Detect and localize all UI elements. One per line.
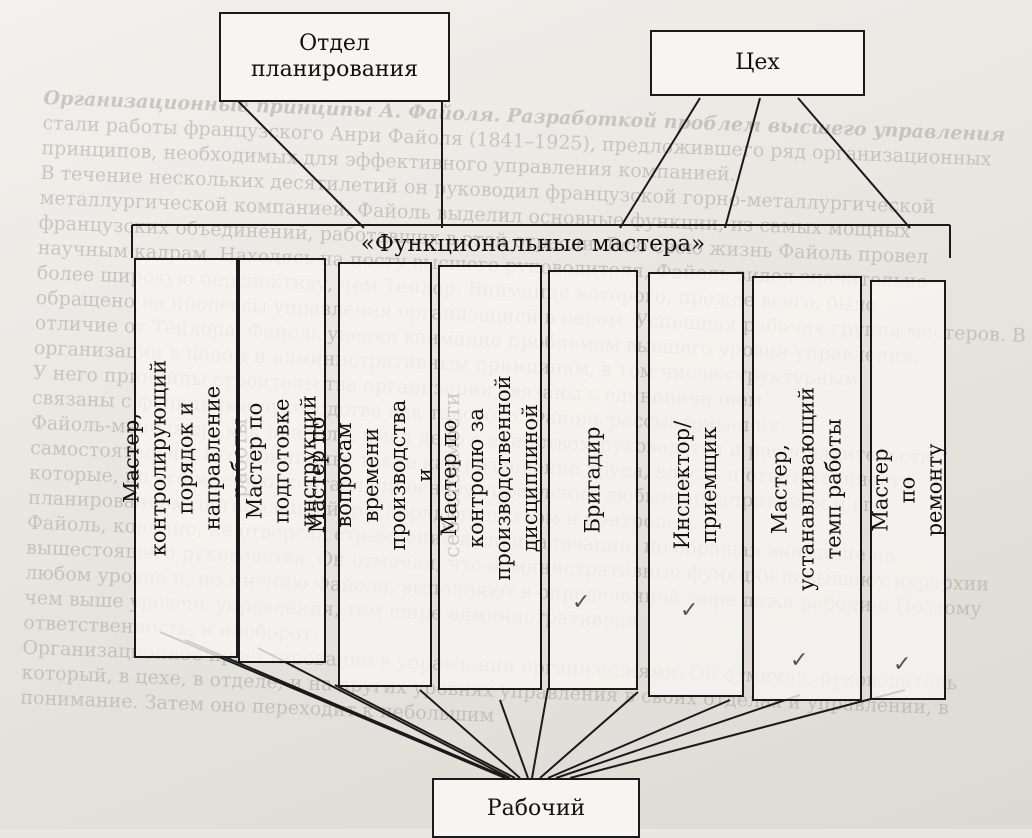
check-mark: ✓ [572, 590, 591, 615]
master-work-pace-box: Мастер, устанавливающий темп работы [752, 276, 862, 701]
master-label: Бригадир [580, 426, 605, 534]
master-label: Инспектор/приемщик [670, 420, 721, 549]
check-mark: ✓ [790, 648, 809, 673]
master-time-cost-box: Мастер по вопросам времени производства … [305, 262, 464, 687]
worker-box: Рабочий [432, 778, 640, 838]
master-label: Мастер по контролю за производственной д… [437, 374, 542, 581]
master-order-direction-box: Мастер, контролирующий порядок и направл… [120, 258, 252, 658]
planning-department-box: Отдел планирования [219, 12, 450, 102]
master-instructions-box: Мастер по подготовке инструкций [238, 258, 326, 663]
worker-label: Рабочий [486, 796, 586, 821]
master-label: Мастер, контролирующий порядок и направл… [119, 359, 252, 557]
functional-masters-title: «Функциональные мастера» [360, 231, 706, 257]
shop-box: Цех [650, 30, 865, 96]
master-repair-box: Мастер по ремонту [868, 280, 947, 700]
inspector-box: Инспектор/приемщик [648, 272, 744, 697]
master-discipline-box: Мастер по контролю за производственной д… [437, 265, 542, 690]
foreman-box: Бригадир [548, 270, 638, 690]
check-mark: ✓ [680, 598, 699, 623]
planning-department-label: Отдел планирования [250, 31, 419, 82]
check-mark: ✓ [893, 652, 912, 677]
shop-label: Цех [735, 50, 780, 75]
master-label: Мастер, устанавливающий темп работы [767, 386, 846, 591]
master-label: Мастер по ремонту [868, 443, 947, 537]
